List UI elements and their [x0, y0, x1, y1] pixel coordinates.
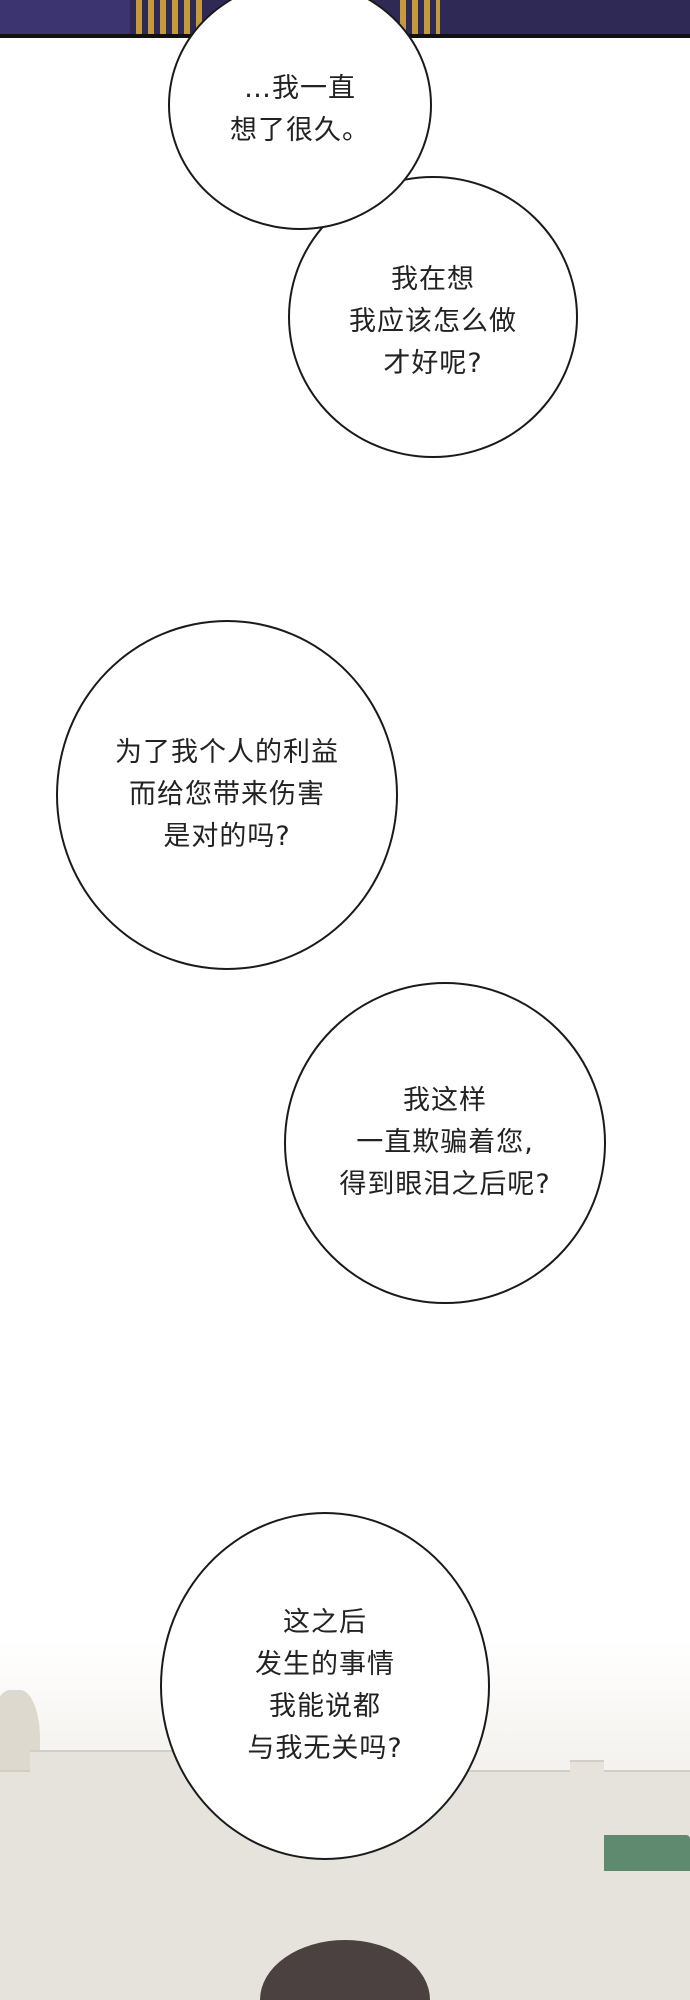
gold-ornament-right [400, 0, 440, 34]
building-balcony [30, 1750, 200, 1792]
bubble-3-line-3: 是对的吗? [163, 821, 291, 852]
bubble-5-line-4: 与我无关吗? [247, 1733, 403, 1764]
bubble-1-line-1: …我一直 [244, 73, 356, 104]
bubble-1-line-2: 想了很久。 [230, 115, 370, 146]
bubble-4-line-2: 一直欺骗着您, [356, 1127, 534, 1158]
bubble-4-line-3: 得到眼泪之后呢? [339, 1169, 551, 1200]
bubble-5-line-2: 发生的事情 [255, 1649, 395, 1680]
bubble-2-line-2: 我应该怎么做 [349, 306, 517, 337]
robe-dark-area [0, 0, 130, 34]
speech-bubble-5: 这之后 发生的事情 我能说都 与我无关吗? [160, 1512, 490, 1860]
bubble-4-line-1: 我这样 [403, 1085, 487, 1116]
bubble-5-line-1: 这之后 [283, 1607, 367, 1638]
bubble-3-line-2: 而给您带来伤害 [129, 779, 325, 810]
speech-bubble-1: …我一直 想了很久。 [168, 0, 432, 230]
bubble-5-line-3: 我能说都 [269, 1691, 381, 1722]
tower [570, 1760, 604, 1962]
bubble-2-line-1: 我在想 [391, 264, 475, 295]
speech-bubble-3: 为了我个人的利益 而给您带来伤害 是对的吗? [56, 620, 398, 970]
speech-bubble-4: 我这样 一直欺骗着您, 得到眼泪之后呢? [284, 982, 606, 1304]
bubble-2-line-3: 才好呢? [383, 348, 483, 379]
green-roof [600, 1835, 690, 1871]
bubble-3-line-1: 为了我个人的利益 [115, 737, 339, 768]
